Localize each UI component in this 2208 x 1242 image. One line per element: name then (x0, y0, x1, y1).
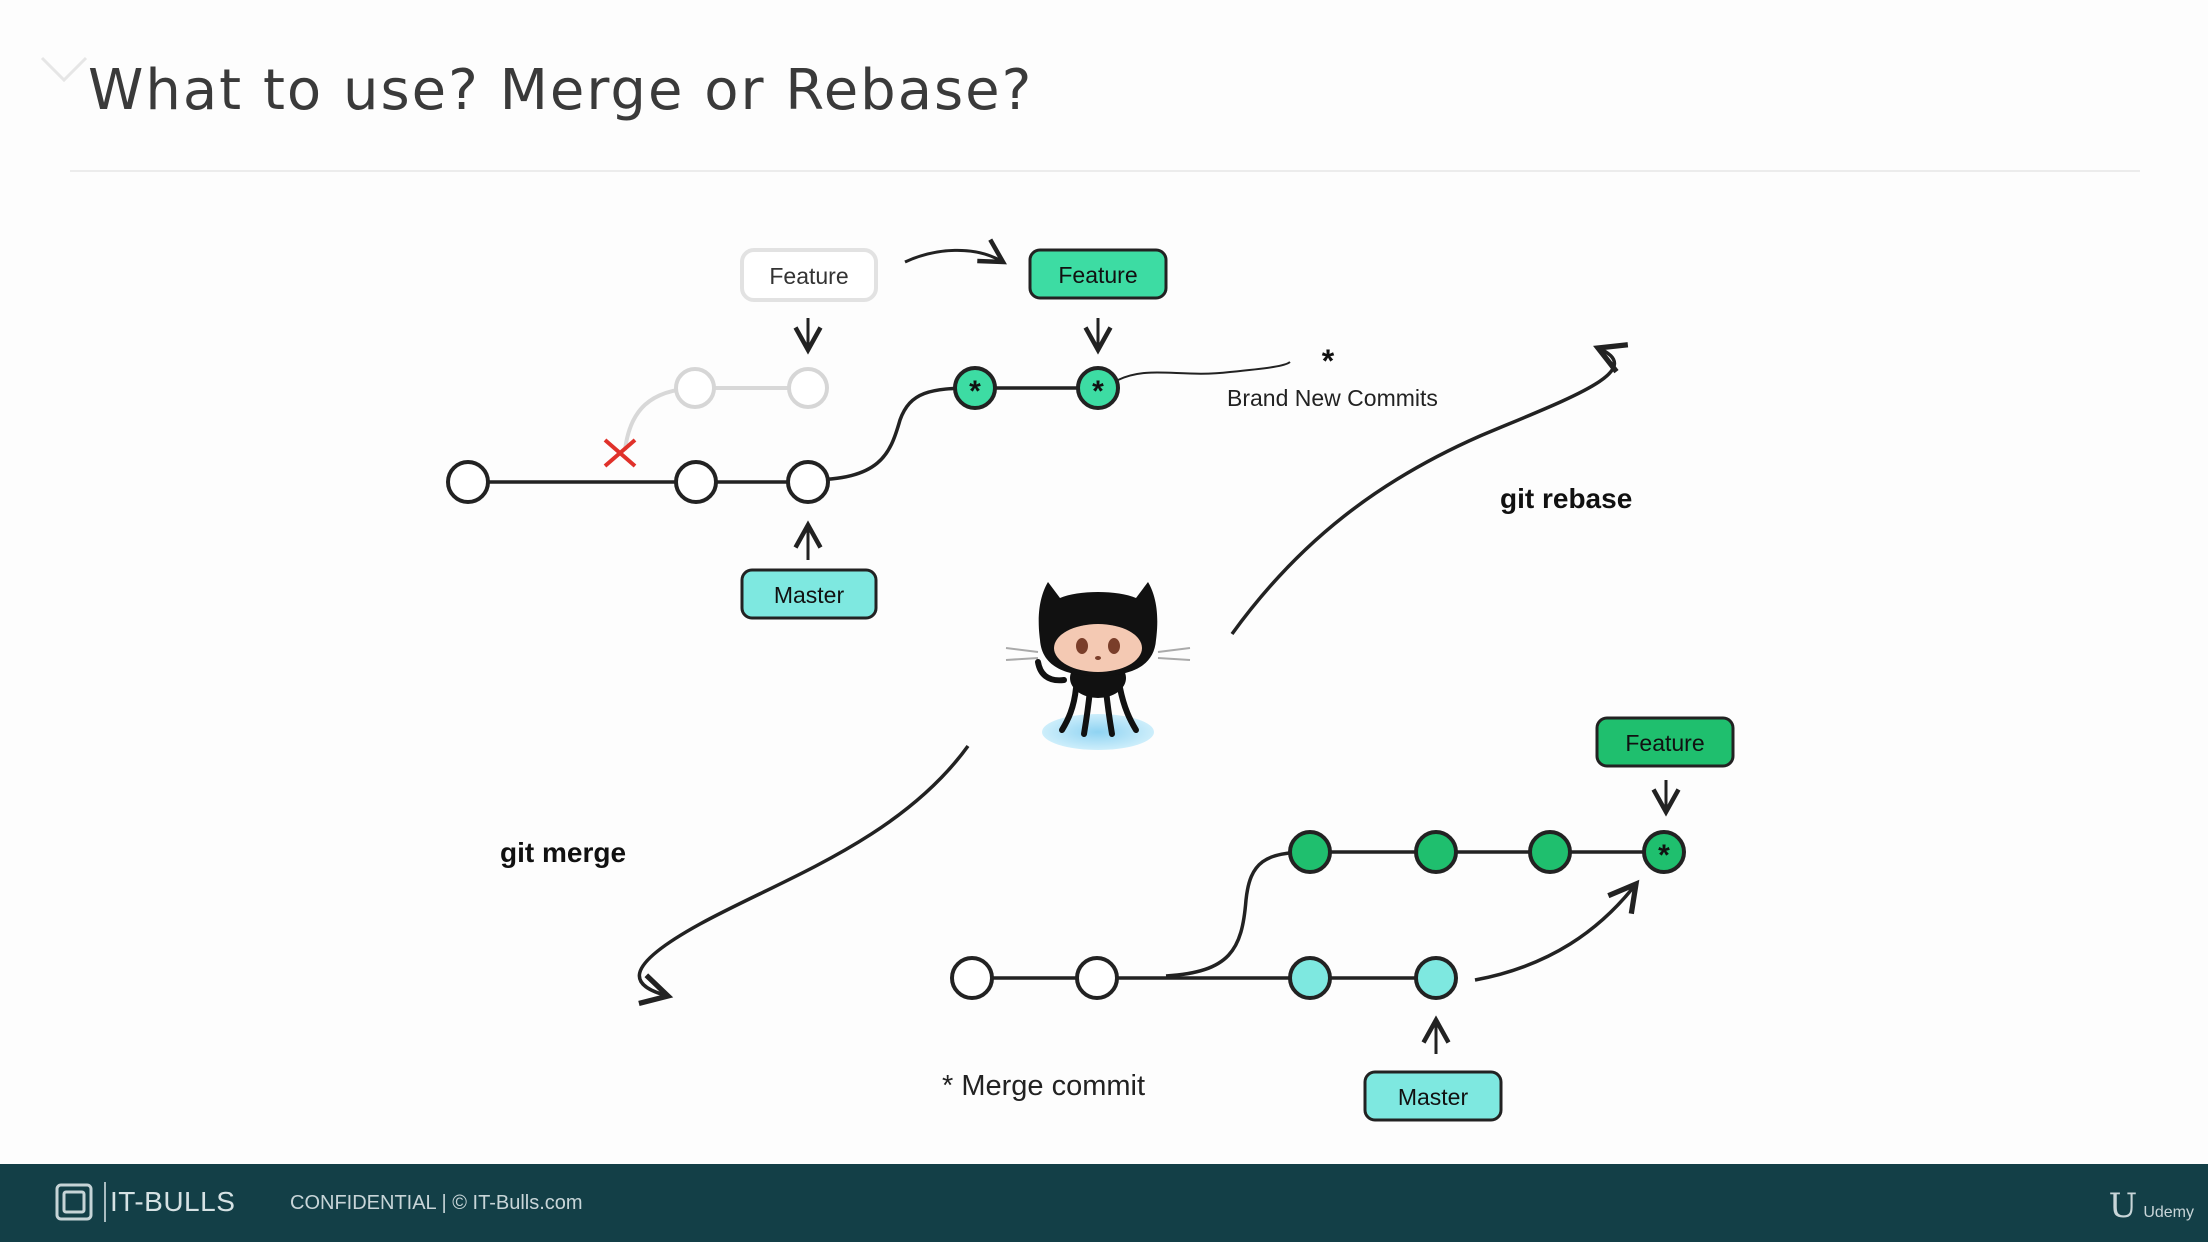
udemy-logo: U Udemy (2109, 1186, 2194, 1226)
old-feature-tag (740, 248, 878, 302)
note-star: * (1322, 343, 1335, 379)
merge-commit-note: * Merge commit (942, 1070, 1145, 1102)
git-rebase-label: git rebase (1500, 483, 1632, 514)
feature-commit (1414, 830, 1458, 874)
merge-commit (1642, 830, 1686, 874)
git-merge-label: git merge (500, 837, 626, 868)
merge-diagram: * Feature Master * Merge commit (942, 716, 1735, 1122)
merge-feature-branch-line (1165, 850, 1664, 978)
title-divider (70, 170, 2140, 172)
commit (674, 460, 718, 504)
old-feature-branch-line (623, 386, 805, 451)
merge-feature-tag (1595, 716, 1735, 768)
udemy-wordmark: Udemy (2143, 1204, 2194, 1221)
logo-separator (104, 1182, 106, 1222)
commit-star: * (969, 375, 981, 408)
rebase-master-tag-label: Master (774, 582, 845, 608)
feature-commit (1288, 830, 1332, 874)
old-feature-commit (674, 367, 716, 409)
rebase-arrow (1230, 342, 1629, 636)
master-head-commit (786, 460, 830, 504)
rebased-commit (953, 366, 997, 410)
slide: What to use? Merge or Rebase? (40, 56, 2140, 1122)
udemy-glyph-icon: U (2108, 1186, 2138, 1226)
master-commit (1414, 956, 1458, 1000)
merge-master-tag (1363, 1070, 1503, 1122)
corner-chevron-icon (40, 56, 88, 83)
it-bulls-logo-icon (55, 1183, 93, 1221)
rebase-diagram: * * Feature Feature * Brand New Commits … (446, 238, 1438, 620)
commit (950, 956, 994, 1000)
old-feature-commit (787, 367, 829, 409)
merge-arrow (637, 744, 970, 1006)
note-connector (1117, 361, 1291, 381)
discarded-x-mark (603, 438, 637, 468)
rebase-new-branch-line (807, 386, 1098, 482)
rebase-master-tag (740, 568, 878, 620)
git-diagram: * * Feature Feature * Brand New Commits … (446, 238, 1735, 1122)
footer-bar: IT-BULLS CONFIDENTIAL | © IT-Bulls.com U… (0, 1164, 2208, 1242)
commit (446, 460, 490, 504)
rebased-commit (1076, 366, 1120, 410)
brand-new-commits-note: Brand New Commits (1227, 385, 1438, 411)
commit-star: * (1658, 839, 1670, 872)
company-name: IT-BULLS (110, 1186, 236, 1217)
commit (1075, 956, 1119, 1000)
octocat-mascot-icon (1005, 582, 1191, 750)
commit-star: * (1092, 375, 1104, 408)
master-commit (1288, 956, 1332, 1000)
merge-feature-tag-label: Feature (1625, 730, 1704, 756)
merge-master-tag-label: Master (1398, 1084, 1469, 1110)
feature-commit (1528, 830, 1572, 874)
move-arrow (904, 238, 1007, 265)
merge-into-arrow (1474, 879, 1640, 982)
new-feature-tag-label: Feature (1058, 262, 1137, 288)
confidential-notice: CONFIDENTIAL | © IT-Bulls.com (290, 1192, 583, 1214)
old-feature-tag-label: Feature (769, 263, 848, 289)
slide-title: What to use? Merge or Rebase? (88, 58, 1034, 123)
new-feature-tag (1028, 248, 1168, 300)
